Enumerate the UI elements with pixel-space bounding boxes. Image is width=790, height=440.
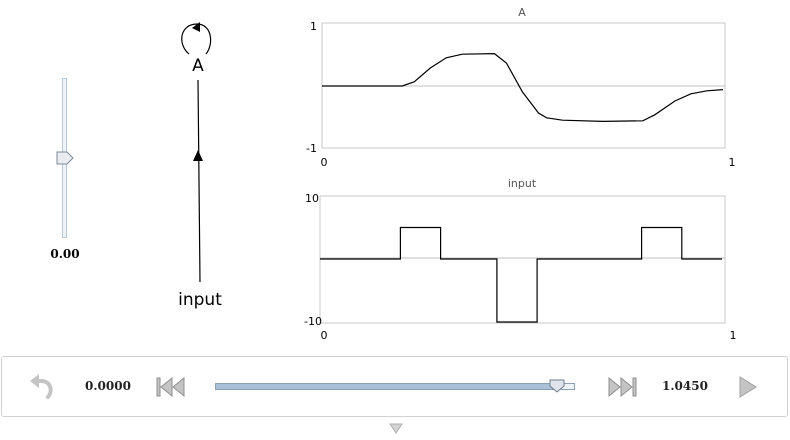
collapse-down-icon[interactable]: [389, 423, 403, 435]
undo-icon[interactable]: [27, 373, 57, 401]
simulation-controls: 0.0000 1.0450: [1, 356, 788, 417]
plot-a-xmax-label: 1: [729, 156, 736, 169]
plot-input-frame: [319, 195, 726, 324]
edge-arrowhead: [193, 150, 203, 161]
node-a[interactable]: A: [192, 56, 204, 76]
progress-track[interactable]: [215, 383, 575, 390]
plot-input: input 10 -10 0 1: [304, 177, 737, 342]
plot-input-title: input: [508, 177, 537, 190]
skip-back-icon[interactable]: [154, 376, 188, 398]
play-icon[interactable]: [737, 375, 759, 399]
start-time: 0.0000: [85, 379, 131, 393]
slider-value: 0.00: [50, 247, 80, 261]
plot-a: A 1 -1 0 1: [306, 6, 736, 169]
network-graph: A input: [178, 22, 222, 310]
plot-a-xmin-label: 0: [321, 156, 328, 169]
plot-a-ymin-label: -1: [306, 142, 317, 155]
node-input[interactable]: input: [178, 290, 222, 310]
plot-input-trace: [320, 226, 722, 323]
plot-a-title: A: [518, 6, 526, 19]
end-time: 1.0450: [662, 379, 708, 393]
plot-input-xmin-label: 0: [321, 329, 328, 342]
self-loop-arrowhead: [192, 22, 200, 32]
progress-thumb[interactable]: [549, 379, 565, 393]
progress-fill: [216, 384, 557, 389]
slider-thumb[interactable]: [56, 151, 74, 165]
plot-input-ymin-label: -10: [304, 315, 322, 328]
plot-input-xmax-label: 1: [730, 329, 737, 342]
skip-forward-icon[interactable]: [606, 376, 640, 398]
self-loop-edge: [181, 23, 212, 55]
plot-input-ymax-label: 10: [305, 192, 319, 205]
plot-a-ymax-label: 1: [310, 20, 317, 33]
edge-input-to-a: [197, 79, 201, 283]
plot-a-trace: [322, 52, 724, 123]
